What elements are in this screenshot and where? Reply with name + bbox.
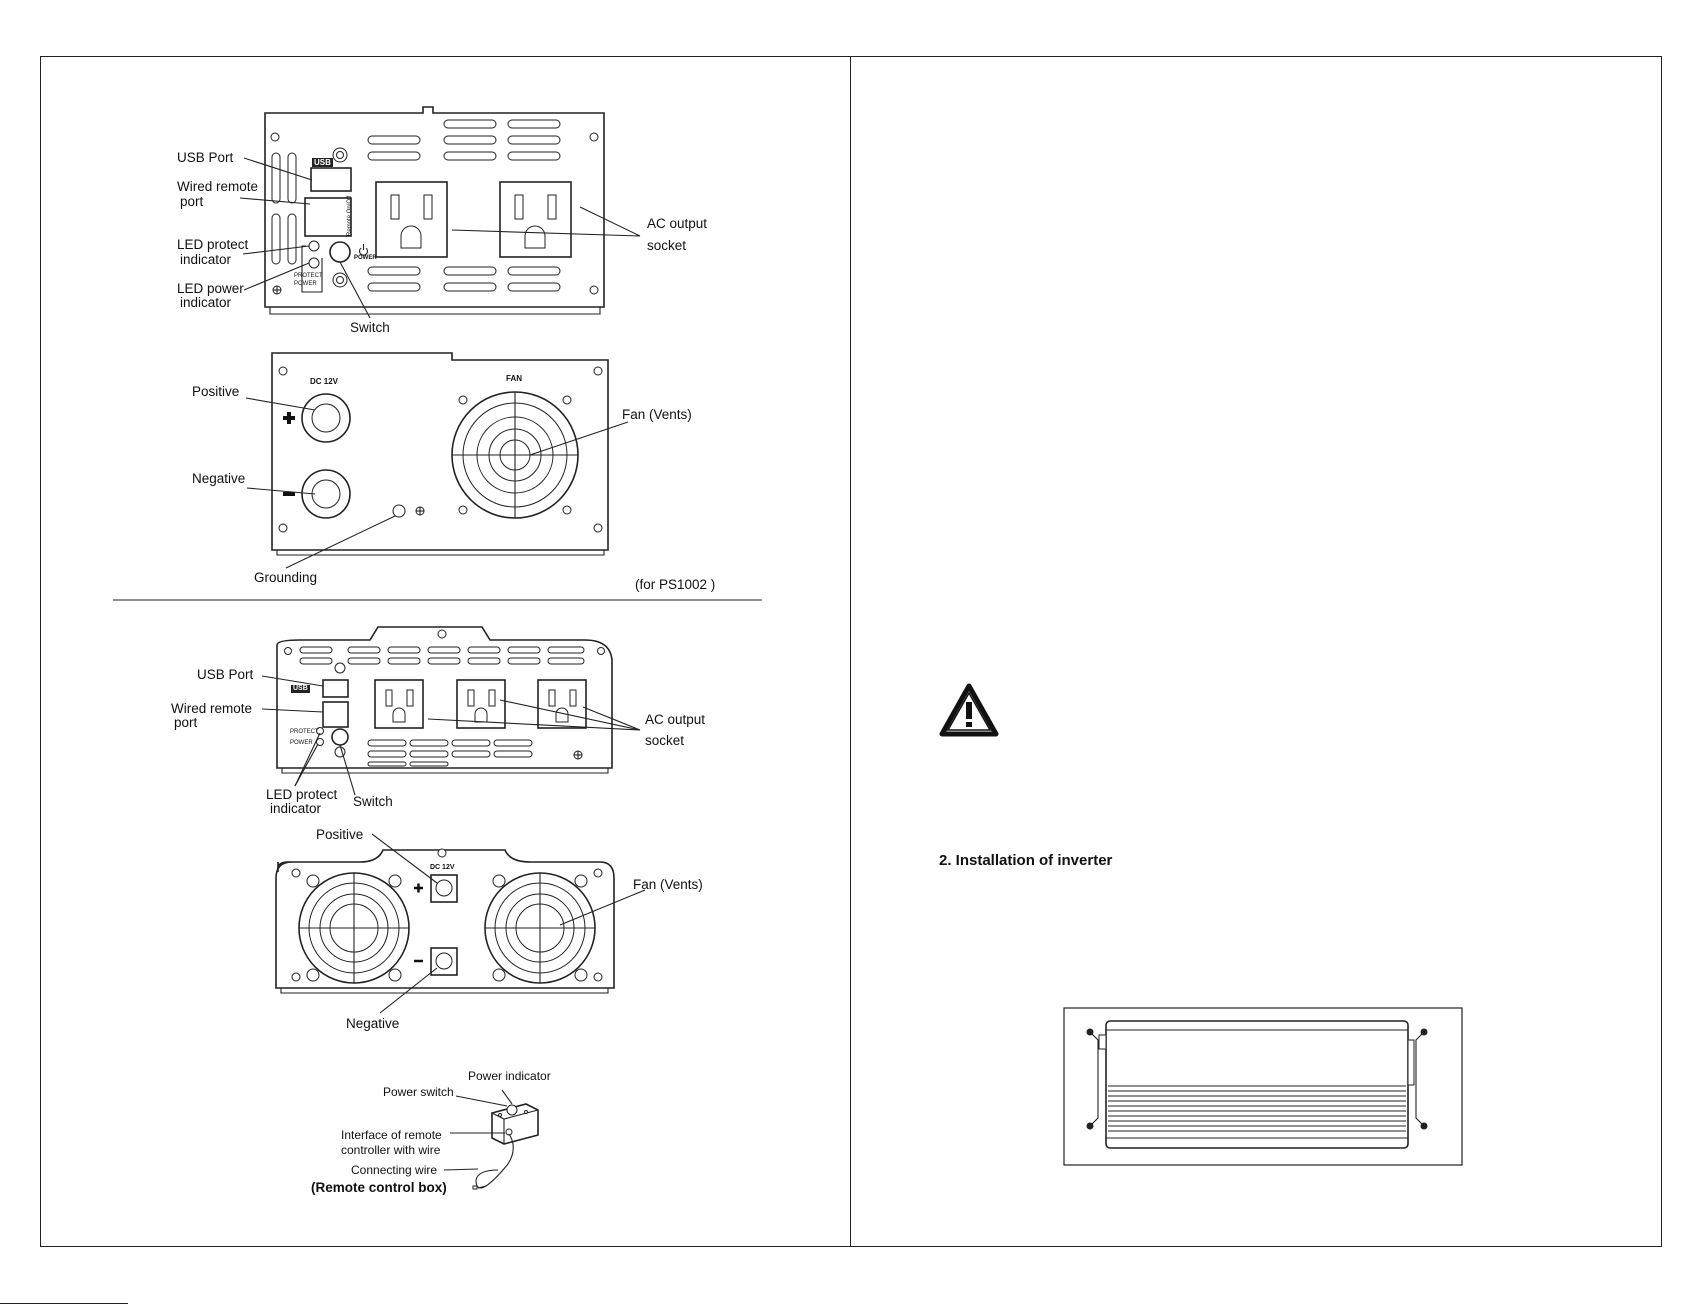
fig1-led-protect-label-1: LED protect bbox=[177, 237, 249, 252]
fig2-usb-port-label: USB Port bbox=[197, 667, 254, 682]
remote-power-switch-label: Power switch bbox=[383, 1085, 454, 1099]
fig1-panel-fan-text: FAN bbox=[506, 374, 522, 383]
fig1-wired-remote-label-1: Wired remote bbox=[177, 179, 259, 194]
fig1-ac-output-label-2: socket bbox=[647, 238, 687, 253]
fig1-panel-power-led-text: POWER bbox=[294, 281, 317, 287]
fig1-model-note: (for PS1002 ) bbox=[635, 577, 716, 592]
fig1-panel-power-button-text: POWER bbox=[354, 255, 377, 261]
fig2-positive-label: Positive bbox=[316, 827, 364, 842]
fig1-positive-label: Positive bbox=[192, 384, 240, 399]
fig1-negative-label: Negative bbox=[192, 471, 246, 486]
remote-interface-label-2: controller with wire bbox=[341, 1143, 441, 1157]
page-divider bbox=[850, 56, 851, 1247]
fig2-wired-remote-label-1: Wired remote bbox=[171, 701, 253, 716]
remote-power-indicator-label: Power indicator bbox=[468, 1069, 551, 1083]
fig1-panel-protect-text: PROTECT bbox=[294, 273, 323, 279]
fig2-panel-dc-text: DC 12V bbox=[430, 864, 455, 871]
fig1-led-protect-label-2: indicator bbox=[180, 252, 232, 267]
fig1-panel-remote-text: Remote On/Off bbox=[347, 195, 353, 236]
fig1-led-power-label-1: LED power bbox=[177, 281, 244, 296]
fig1-usb-port-label: USB Port bbox=[177, 150, 234, 165]
fig1-panel-usb-text: USB bbox=[312, 158, 333, 167]
fig1-panel-dc-text: DC 12V bbox=[310, 377, 339, 386]
fig1-wired-remote-label-2: port bbox=[180, 194, 204, 209]
fig2-fan-vents-label: Fan (Vents) bbox=[633, 877, 703, 892]
fig1-ac-output-label-1: AC output bbox=[647, 216, 708, 231]
fig1-fan-vents-label: Fan (Vents) bbox=[622, 407, 692, 422]
section-heading-installation: 2. Installation of inverter bbox=[939, 852, 1113, 869]
fig2-panel-power-text: POWER bbox=[290, 740, 313, 746]
footer-rule bbox=[0, 1303, 128, 1304]
fig2-ac-output-label-2: socket bbox=[645, 733, 685, 748]
fig2-panel-usb-text: USB bbox=[291, 685, 310, 693]
fig2-ac-output-label-1: AC output bbox=[645, 712, 706, 727]
remote-connecting-wire-label: Connecting wire bbox=[351, 1163, 438, 1177]
fig2-wired-remote-label-2: port bbox=[174, 715, 198, 730]
fig2-panel-protect-text: PROTECT bbox=[290, 729, 319, 735]
warning-triangle-icon bbox=[939, 683, 999, 737]
fig1-led-power-label-2: indicator bbox=[180, 295, 232, 310]
remote-interface-label-1: Interface of remote bbox=[341, 1128, 442, 1142]
remote-box-caption: (Remote control box) bbox=[311, 1180, 447, 1195]
fig1-switch-label: Switch bbox=[350, 320, 390, 335]
fig2-led-protect-label-1: LED protect bbox=[266, 787, 338, 802]
page-frame bbox=[40, 56, 1662, 1247]
fig2-switch-label: Switch bbox=[353, 794, 393, 809]
fig2-led-protect-label-2: indicator bbox=[270, 801, 322, 816]
fig1-grounding-label: Grounding bbox=[254, 570, 318, 585]
fig2-negative-label: Negative bbox=[346, 1016, 400, 1031]
